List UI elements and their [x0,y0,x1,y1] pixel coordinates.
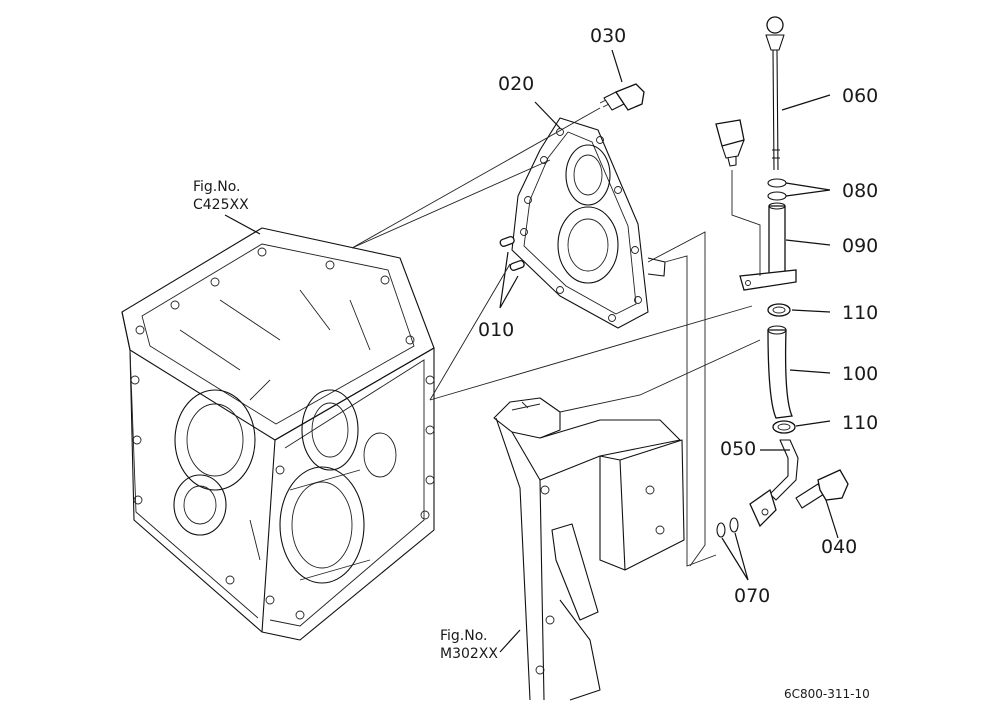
lift-bracket [493,397,685,701]
callout-100: 100 [842,363,878,385]
callout-070: 070 [734,585,770,607]
hose-100 [767,325,793,419]
clamp-110-lower [772,420,796,434]
ref-m302xx-line2: M302XX [440,646,498,662]
leader-lines [224,49,839,653]
bolt-030 [599,83,645,111]
ref-c425xx-line1: Fig.No. [193,179,241,195]
drawing-code: 6C800-311-10 [784,687,870,701]
callout-060: 060 [842,85,878,107]
dipstick-060 [765,16,785,171]
callout-090: 090 [842,235,878,257]
cover-020 [511,117,666,329]
callout-040: 040 [821,536,857,558]
callout-110-lower: 110 [842,412,878,434]
callout-030: 030 [590,25,626,47]
pipe-050 [749,439,799,528]
callout-010: 010 [478,319,514,341]
ref-m302xx-line1: Fig.No. [440,628,488,644]
ref-c425xx-line2: C425XX [193,197,249,213]
pipe-090 [739,202,797,291]
o-rings-080 [767,178,787,201]
callout-labels: 010 020 030 040 050 060 070 080 090 100 … [478,25,878,607]
callout-110-upper: 110 [842,302,878,324]
callout-050: 050 [720,438,756,460]
bolt-040 [795,469,849,509]
o-rings-070 [716,517,739,538]
plug-cap [715,119,745,167]
callout-020: 020 [498,73,534,95]
transmission-case [121,227,435,641]
clamp-110-upper [767,303,791,317]
pins-010 [499,235,525,271]
figure-reference-m302xx: Fig.No. M302XX [440,628,498,662]
figure-reference-c425xx: Fig.No. C425XX [193,179,249,213]
callout-080: 080 [842,180,878,202]
